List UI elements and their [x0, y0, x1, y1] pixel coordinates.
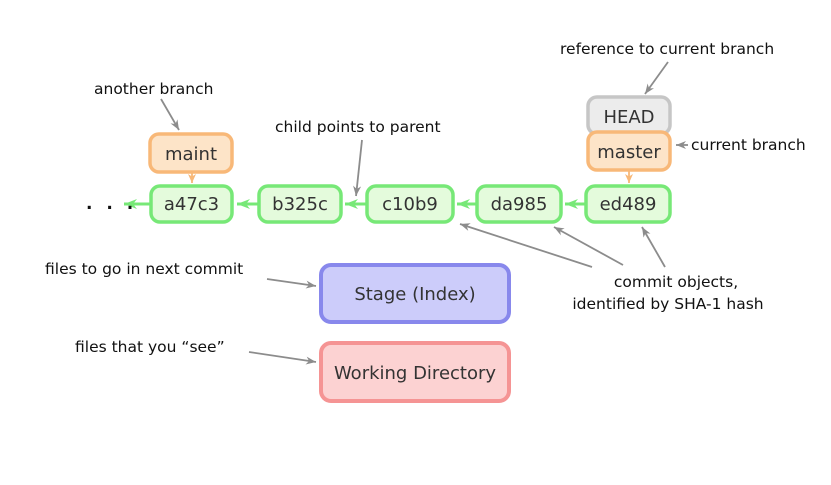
stage-label: Stage (Index) [354, 284, 475, 305]
commit-id-label: b325c [272, 194, 328, 215]
commit-node-ed489: ed489 [584, 184, 672, 224]
commit-id-label: a47c3 [164, 194, 219, 215]
history-ellipsis: . . . [86, 194, 137, 214]
branch-label: maint [165, 144, 217, 165]
label-commit-objects-line1: commit objects, [614, 273, 738, 291]
branch-node-master: master [586, 130, 672, 172]
commit-id-label: c10b9 [382, 194, 438, 215]
arrow-reference-to-head [644, 61, 669, 95]
arrow-another-branch-to-maint [160, 98, 180, 131]
arrow-files-to-stage [266, 278, 317, 289]
commit-id-label: ed489 [600, 194, 657, 215]
commit-box [149, 184, 234, 224]
head-label: HEAD [603, 107, 654, 128]
commit-node-c10b9: c10b9 [365, 184, 455, 224]
arrow-commit-objects-to-da985 [553, 226, 624, 266]
arrow-commit-objects-to-ed489 [641, 226, 666, 268]
label-child-points-to-parent: child points to parent [275, 118, 441, 136]
commit-box [365, 184, 455, 224]
commit-id-label: da985 [491, 194, 548, 215]
label-another-branch: another branch [94, 80, 213, 98]
commit-node-da985: da985 [475, 184, 563, 224]
working-directory-area: Working Directory [319, 341, 511, 403]
working-directory-label: Working Directory [334, 363, 496, 384]
head-node: HEAD [586, 95, 672, 136]
arrow-commit-objects-to-c10b9 [459, 223, 593, 268]
arrow-child-points-to-parent [353, 139, 363, 197]
label-current-branch: current branch [691, 136, 806, 154]
working-directory-box [319, 341, 511, 403]
commit-box [257, 184, 343, 224]
label-files-to-go-in-next-commit: files to go in next commit [45, 260, 243, 278]
arrow-files-to-working-directory [248, 351, 317, 365]
commit-box [475, 184, 563, 224]
branch-label: master [597, 142, 661, 163]
label-commit-objects-line2: identified by SHA-1 hash [572, 295, 763, 313]
label-reference-to-current-branch: reference to current branch [560, 40, 774, 58]
branch-box [148, 132, 234, 174]
commit-box [584, 184, 672, 224]
stage-area: Stage (Index) [319, 263, 511, 324]
commit-node-b325c: b325c [257, 184, 343, 224]
label-files-that-you-see: files that you “see” [75, 338, 225, 356]
branch-node-maint: maint [148, 132, 234, 174]
commit-node-a47c3: a47c3 [149, 184, 234, 224]
stage-box [319, 263, 511, 324]
branch-box [586, 130, 672, 172]
